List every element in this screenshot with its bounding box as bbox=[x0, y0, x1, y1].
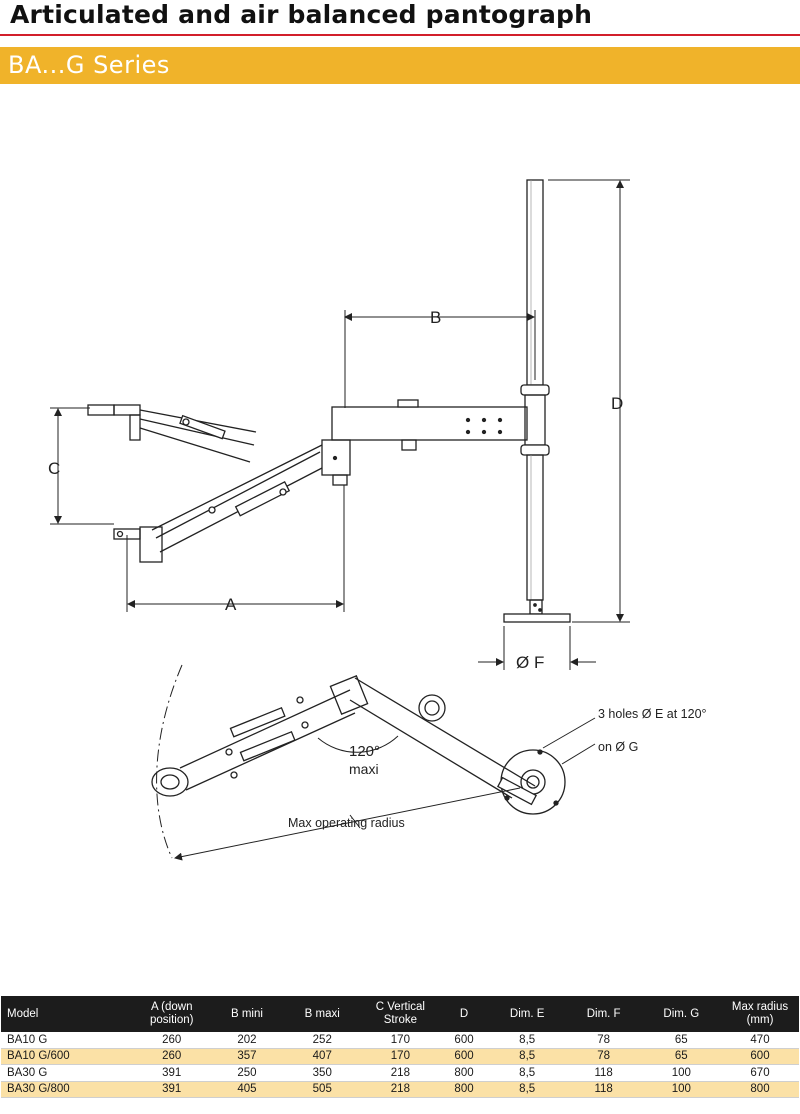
table-cell: 170 bbox=[361, 1048, 440, 1065]
series-banner: BA...G Series bbox=[0, 47, 800, 84]
table-cell: 78 bbox=[565, 1048, 642, 1065]
column-header: Max radius (mm) bbox=[721, 996, 799, 1032]
table-header-row: Model A (down position) B mini B maxi C … bbox=[1, 996, 799, 1032]
table-cell: 100 bbox=[641, 1064, 721, 1082]
table-cell: 202 bbox=[210, 1032, 284, 1049]
table-cell: 350 bbox=[283, 1064, 362, 1082]
table-cell: BA10 G/600 bbox=[1, 1048, 133, 1065]
table-cell: 670 bbox=[721, 1064, 799, 1082]
table-cell: 250 bbox=[210, 1064, 284, 1082]
table-cell: 260 bbox=[132, 1032, 211, 1049]
table-cell: 8,5 bbox=[488, 1048, 566, 1065]
table-cell: 357 bbox=[210, 1048, 284, 1065]
page-title: Articulated and air balanced pantograph bbox=[10, 0, 593, 29]
table-row: BA30 G/800 391 405 505 218 800 8,5 118 1… bbox=[1, 1081, 799, 1098]
table-cell: 100 bbox=[641, 1081, 721, 1098]
table-cell: 391 bbox=[132, 1064, 211, 1082]
table-cell: 8,5 bbox=[488, 1081, 566, 1098]
table-cell: 218 bbox=[361, 1064, 440, 1082]
table-cell: 505 bbox=[283, 1081, 362, 1098]
column-header: D bbox=[439, 996, 489, 1032]
table-cell: 8,5 bbox=[488, 1032, 566, 1049]
table-row: BA10 G/600 260 357 407 170 600 8,5 78 65… bbox=[1, 1048, 799, 1065]
table-cell: 600 bbox=[721, 1048, 799, 1065]
table-cell: 600 bbox=[439, 1048, 489, 1065]
column-header: Dim. G bbox=[641, 996, 721, 1032]
table-cell: 78 bbox=[565, 1032, 642, 1049]
column-header: B mini bbox=[210, 996, 284, 1032]
table-cell: 260 bbox=[132, 1048, 211, 1065]
series-label: BA...G Series bbox=[8, 51, 170, 79]
radius-note-label: Max operating radius bbox=[288, 816, 405, 830]
table-cell: 118 bbox=[565, 1081, 642, 1098]
table-cell: 118 bbox=[565, 1064, 642, 1082]
table-cell: BA30 G bbox=[1, 1064, 133, 1082]
table-cell: 470 bbox=[721, 1032, 799, 1049]
table-cell: 252 bbox=[283, 1032, 362, 1049]
holes-note-label: 3 holes Ø E at 120° bbox=[598, 707, 707, 721]
dim-a-label: A bbox=[225, 595, 237, 614]
column-header: B maxi bbox=[283, 996, 362, 1032]
table-cell: 405 bbox=[210, 1081, 284, 1098]
angle-note-label: maxi bbox=[349, 761, 379, 777]
arm-side-view bbox=[87, 399, 528, 563]
on-g-note-label: on Ø G bbox=[598, 740, 638, 754]
column-side-view bbox=[503, 179, 571, 623]
table-row: BA10 G 260 202 252 170 600 8,5 78 65 470 bbox=[1, 1032, 799, 1049]
column-header: Model bbox=[1, 996, 133, 1032]
column-header: Dim. E bbox=[488, 996, 566, 1032]
dim-b-label: B bbox=[430, 308, 441, 327]
table-cell: 65 bbox=[641, 1048, 721, 1065]
dimension-lines bbox=[50, 179, 630, 670]
table-cell: 800 bbox=[721, 1081, 799, 1098]
table-cell: 800 bbox=[439, 1064, 489, 1082]
column-header: Dim. F bbox=[565, 996, 642, 1032]
dim-d-label: D bbox=[611, 394, 623, 413]
table-cell: BA30 G/800 bbox=[1, 1081, 133, 1098]
table-cell: 407 bbox=[283, 1048, 362, 1065]
table-cell: 8,5 bbox=[488, 1064, 566, 1082]
table-cell: 800 bbox=[439, 1081, 489, 1098]
table-cell: 218 bbox=[361, 1081, 440, 1098]
table-row: BA30 G 391 250 350 218 800 8,5 118 100 6… bbox=[1, 1064, 799, 1082]
table-cell: BA10 G bbox=[1, 1032, 133, 1049]
specifications-table: Model A (down position) B mini B maxi C … bbox=[1, 996, 799, 1098]
arm-top-view bbox=[151, 664, 596, 861]
dim-c-label: C bbox=[48, 459, 60, 478]
technical-drawing: B D C A Ø F bbox=[0, 90, 800, 990]
table-cell: 391 bbox=[132, 1081, 211, 1098]
angle-value-label: 120° bbox=[349, 743, 380, 760]
dim-f-label: Ø F bbox=[516, 653, 544, 672]
table-cell: 170 bbox=[361, 1032, 440, 1049]
column-header: A (down position) bbox=[132, 996, 211, 1032]
column-header: C Vertical Stroke bbox=[361, 996, 440, 1032]
table-cell: 65 bbox=[641, 1032, 721, 1049]
table-cell: 600 bbox=[439, 1032, 489, 1049]
title-underline bbox=[0, 34, 800, 36]
